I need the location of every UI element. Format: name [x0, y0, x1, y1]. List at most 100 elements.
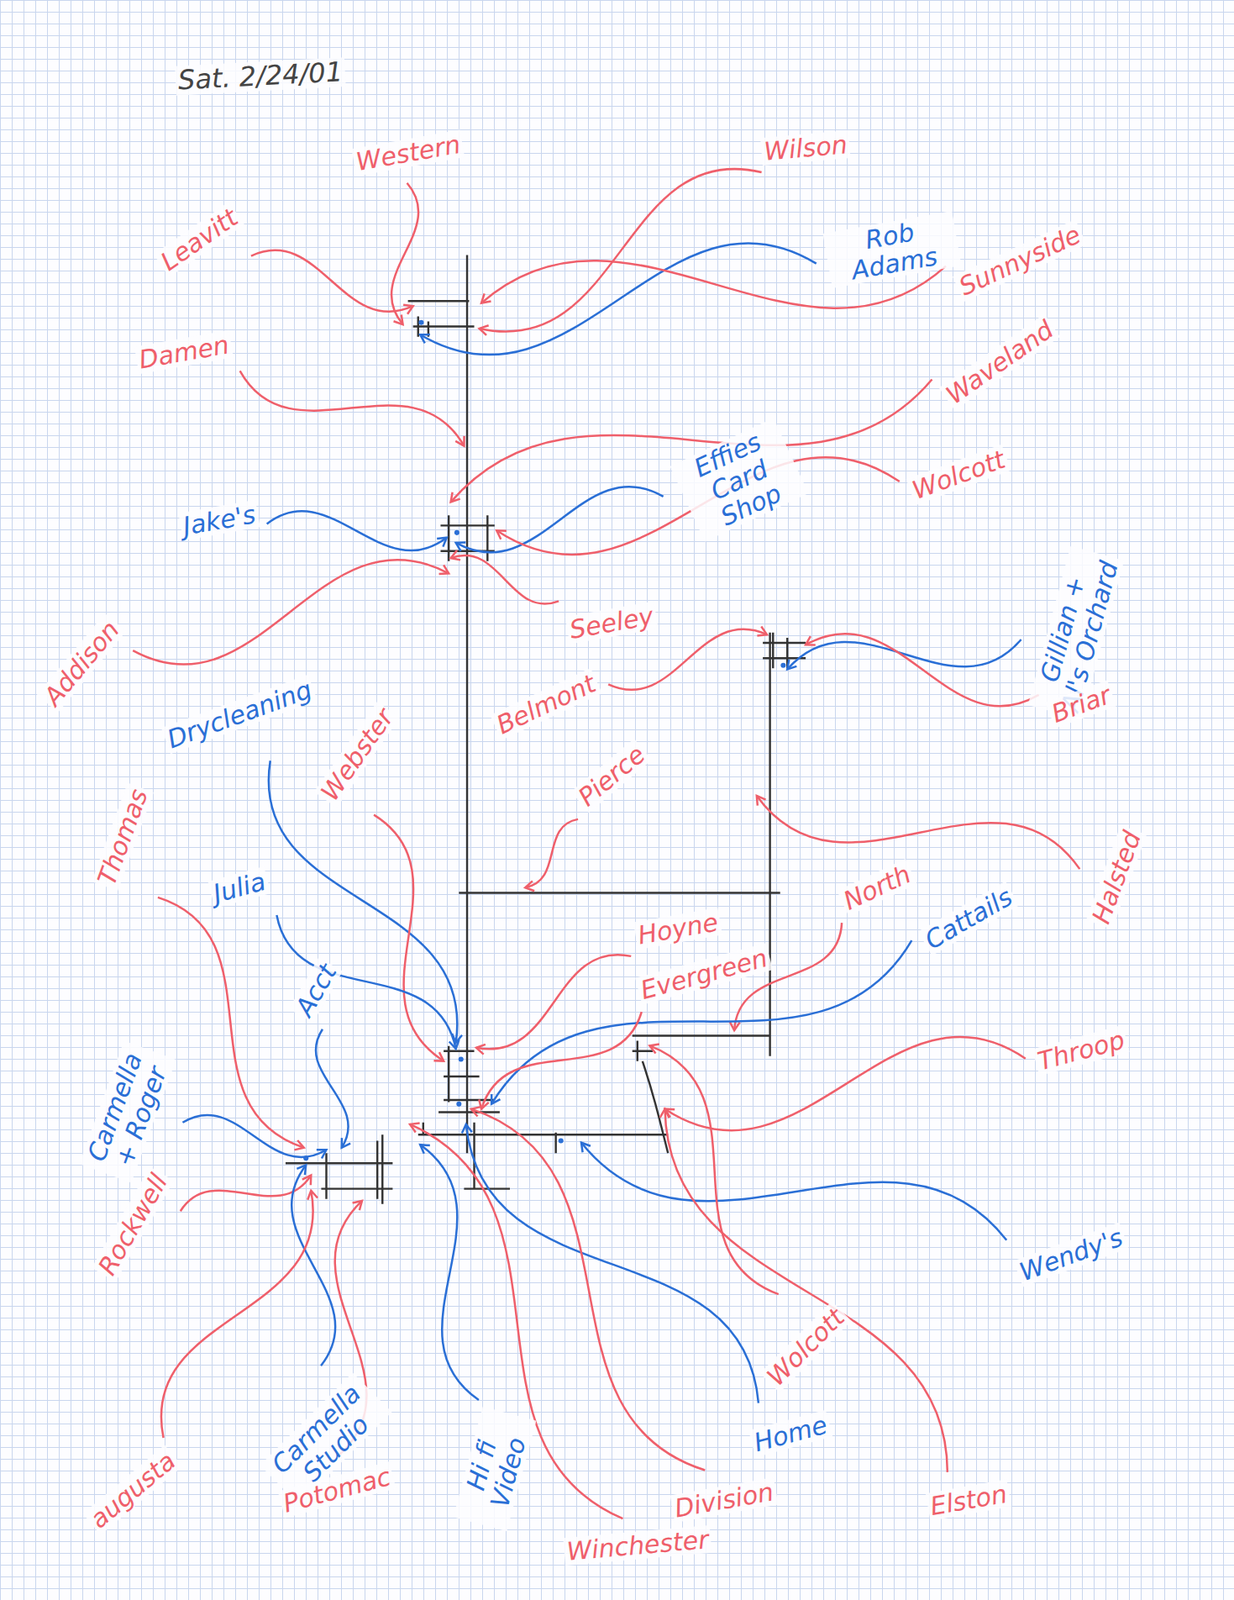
street-name: Western: [351, 129, 465, 176]
destination-name: Rob Adams: [823, 210, 962, 289]
route-line: [182, 1114, 326, 1157]
street-name: Rockwell: [91, 1166, 174, 1282]
route-line: [805, 633, 1040, 706]
route-arrowhead: [302, 1175, 311, 1186]
route-line: [608, 629, 767, 690]
route-line: [665, 1036, 1026, 1130]
destination-name: Home: [748, 1409, 833, 1457]
street-name: Throop: [1032, 1024, 1130, 1077]
route-arrowhead: [451, 550, 461, 560]
street-name: Wolcott: [906, 443, 1012, 505]
street-name: Elston: [925, 1478, 1012, 1521]
route-line: [481, 1011, 642, 1109]
destination-name: Wendy's: [1013, 1222, 1129, 1287]
route-arrowhead: [449, 1039, 460, 1049]
date-title: Sat. 2/24/01: [174, 57, 347, 96]
street-name: Seeley: [565, 600, 659, 644]
route-arrowhead: [491, 1093, 500, 1104]
street-name: North: [836, 858, 917, 916]
destination-name: Drycleaning: [161, 673, 318, 754]
route-arrowhead: [471, 1106, 481, 1116]
destination-name: Cattails: [918, 880, 1019, 955]
route-line: [476, 954, 631, 1049]
route-arrowhead: [393, 315, 404, 326]
route-arrowhead: [341, 1137, 351, 1148]
route-arrowhead: [296, 1164, 306, 1175]
route-arrowhead: [294, 1139, 304, 1150]
route-arrowhead: [496, 530, 507, 540]
route-line: [132, 559, 449, 665]
street-name: Wilson: [760, 130, 851, 166]
street-name: Webster: [314, 701, 400, 809]
route-arrowhead: [481, 293, 491, 303]
route-arrowhead: [805, 635, 816, 645]
route-arrowhead: [462, 1123, 473, 1134]
route-arrowhead: [756, 626, 767, 636]
route-arrowhead: [409, 1122, 421, 1132]
route-line: [491, 939, 912, 1104]
route-line: [267, 510, 447, 551]
route-line: [734, 922, 842, 1030]
route-arrowhead: [581, 1142, 591, 1153]
route-arrowhead: [479, 325, 489, 336]
destination-name: Carmella + Roger: [78, 1040, 176, 1183]
route-line: [276, 914, 456, 1049]
street-name: Addison: [36, 613, 127, 713]
route-arrowhead: [787, 659, 797, 669]
destination-name: Julia: [208, 866, 272, 909]
street-name: Halsted: [1086, 824, 1147, 930]
route-line: [787, 639, 1021, 669]
route-arrowhead: [456, 541, 467, 552]
street-name: Pierce: [571, 737, 652, 812]
route-arrowhead: [403, 304, 414, 315]
route-line: [240, 370, 465, 446]
route-line: [649, 1044, 778, 1294]
street-name: augusta: [82, 1444, 183, 1534]
street-name: Belmont: [489, 667, 602, 741]
route-line: [451, 555, 559, 604]
destination-name: Jake's: [178, 499, 260, 541]
street-name: Sunnyside: [952, 219, 1087, 302]
route-line: [581, 1142, 1007, 1240]
street-name: Wolcott: [760, 1300, 852, 1392]
street-name: Thomas: [91, 782, 154, 891]
route-arrowhead: [420, 1144, 431, 1154]
destination-name: Hi fi Video: [452, 1406, 536, 1531]
route-line: [391, 183, 419, 325]
route-arrowhead: [649, 1043, 659, 1053]
route-arrowhead: [439, 564, 450, 574]
route-arrowhead: [476, 1044, 486, 1055]
street-name: Hoyne: [633, 907, 723, 950]
route-line: [479, 168, 762, 332]
street-name: Division: [670, 1476, 779, 1523]
route-arrowhead: [455, 435, 464, 447]
route-line: [291, 1164, 336, 1366]
street-name: Winchester: [562, 1524, 712, 1565]
route-line: [315, 1029, 349, 1148]
route-arrowhead: [307, 1190, 318, 1200]
route-line: [373, 814, 444, 1061]
route-arrowhead: [433, 1051, 444, 1061]
route-line: [525, 819, 578, 888]
route-arrowhead: [316, 1149, 327, 1158]
route-line: [456, 486, 664, 552]
route-arrowhead: [436, 537, 447, 547]
route-arrowhead: [756, 795, 767, 806]
route-line: [756, 795, 1080, 869]
route-line: [251, 250, 414, 312]
route-line: [420, 1144, 479, 1400]
route-arrowhead: [660, 1108, 671, 1118]
route-arrowhead: [352, 1200, 363, 1210]
route-line: [420, 242, 817, 355]
route-line: [161, 1190, 314, 1438]
route-line: [466, 1123, 759, 1403]
route-arrowhead: [420, 334, 431, 343]
street-name: Damen: [133, 330, 233, 374]
route-line: [665, 1108, 948, 1472]
route-arrowhead: [729, 1021, 741, 1030]
street-name: Waveland: [938, 313, 1061, 410]
destination-name: Effies Card Shop: [670, 417, 809, 541]
destination-name: Acct: [288, 956, 343, 1023]
street-name: Leavitt: [153, 201, 245, 278]
route-line: [268, 760, 458, 1043]
